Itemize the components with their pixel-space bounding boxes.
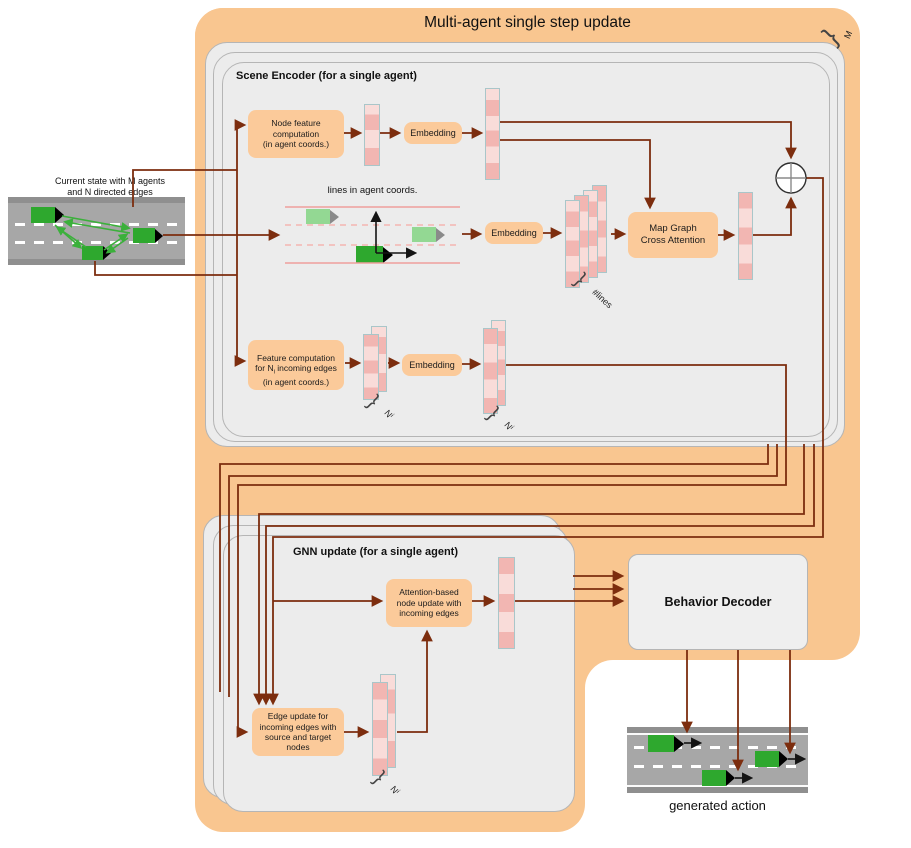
diagram-title: Multi-agent single step update xyxy=(424,14,631,31)
lines-caption: lines in agent coords. xyxy=(327,185,418,196)
lane-divider xyxy=(634,765,801,768)
gnn-panel xyxy=(223,535,575,812)
updated-edge-vector xyxy=(372,682,388,776)
node-feature-vector xyxy=(364,104,380,166)
agent-car xyxy=(133,228,163,243)
edge-embedding-vector xyxy=(483,328,498,414)
generated-agent-car xyxy=(648,735,684,752)
map-graph-cross-attention-box: Map Graph Cross Attention xyxy=(628,212,718,258)
map-line-car-light xyxy=(412,227,445,242)
edge-feature-box: Feature computation for Ni incoming edge… xyxy=(248,340,344,390)
ego-agent-car xyxy=(356,246,393,263)
node-feature-box: Node feature computation (in agent coord… xyxy=(248,110,344,158)
generated-action-caption: generated action xyxy=(669,798,766,813)
node-embedding-vector xyxy=(485,88,500,180)
embedding-lines-box: Embedding xyxy=(485,222,543,244)
updated-node-vector xyxy=(498,557,515,649)
agent-car xyxy=(31,207,64,223)
current-state-caption: Current state with M agents and N direct… xyxy=(54,176,166,198)
map-line-car-light xyxy=(306,209,339,224)
behavior-decoder-label: Behavior Decoder xyxy=(664,595,772,609)
lane-divider xyxy=(15,241,178,244)
attention-node-update-box: Attention-based node update with incomin… xyxy=(386,579,472,627)
edge-feature-vector xyxy=(363,334,379,400)
embedding-node-box: Embedding xyxy=(404,122,462,144)
behavior-decoder-box: Behavior Decoder xyxy=(628,554,808,650)
agent-car xyxy=(82,246,111,260)
line-embedding-vector xyxy=(565,200,580,288)
generated-agent-car xyxy=(702,770,735,786)
lane-divider xyxy=(634,746,801,749)
lane-divider xyxy=(15,223,178,226)
scene-encoder-title: Scene Encoder (for a single agent) xyxy=(236,70,417,82)
gnn-title: GNN update (for a single agent) xyxy=(293,546,459,558)
embedding-edges-box: Embedding xyxy=(402,354,462,376)
generated-agent-car xyxy=(755,751,788,767)
edge-update-box: Edge update for incoming edges with sour… xyxy=(252,708,344,756)
map-context-vector xyxy=(738,192,753,280)
